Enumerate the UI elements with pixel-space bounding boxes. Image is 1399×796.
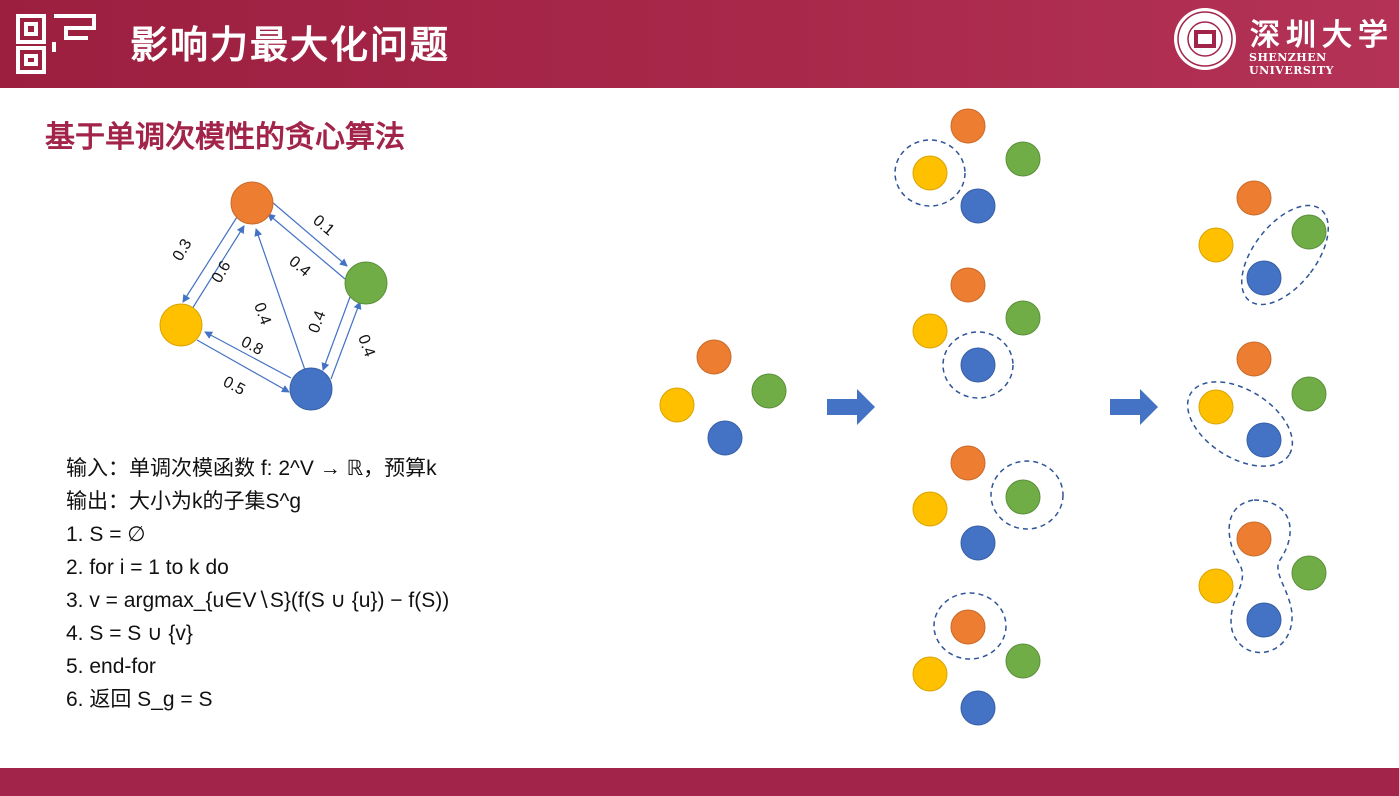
edge-label: 0.3 [170,236,196,264]
algo-step-6: 6. 返回 S_g = S [66,688,213,711]
university-name-en: SHENZHEN UNIVERSITY [1249,51,1334,77]
edge-label: 0.5 [220,374,248,399]
graph-node-orange [230,181,274,225]
footer-bar [0,768,1399,796]
page-title: 影响力最大化问题 [130,23,451,67]
algo-step-2: 2. for i = 1 to k do [66,556,229,579]
edge-blue-yellow [204,331,292,379]
edge-yellow-blue [196,339,290,393]
edge-label: 0.1 [309,212,337,239]
edge-orange-yellow [182,216,238,303]
graph-node-blue [289,367,333,411]
right-arrow-icon [827,389,875,425]
pair-blue-yellow [1186,341,1327,467]
university-seal-icon [1174,8,1236,70]
graph-node-green [344,261,388,305]
candidate-green-selected [912,445,1064,561]
edge-label: 0.4 [306,309,330,336]
pair-blue-green [1198,180,1330,306]
algo-input: 输入：单调次模函数 f: 2^V → ℝ，预算k [66,457,437,480]
section-subtitle: 基于单调次模性的贪心算法 [45,120,405,155]
edge-label: 0.4 [250,301,274,328]
graph-node-yellow [159,303,203,347]
edge-green-blue [321,296,351,371]
candidate-blue-selected [912,267,1041,399]
pair-blue-orange [1198,499,1327,654]
candidate-orange-selected [912,592,1041,726]
edge-label: 0.6 [209,258,235,286]
candidate-yellow-selected [894,108,1041,224]
school-pattern-logo [16,14,96,74]
edge-yellow-orange [191,225,245,310]
algo-step-5: 5. end-for [66,655,156,678]
algo-step-1: 1. S = ∅ [66,523,146,546]
algo-step-4: 4. S = S ∪ {v} [66,622,193,645]
algo-step-3: 3. v = argmax_{u∈V∖S}(f(S ∪ {u}) − f(S)) [66,589,450,612]
header-banner: 影响力最大化问题 深圳大学 SHENZHEN UNIVERSITY [0,0,1399,88]
initial-node-cluster [659,339,787,456]
edge-blue-green [330,301,362,380]
edge-orange-green [271,201,348,267]
edge-green-orange [267,213,346,280]
right-arrow-icon [1110,389,1158,425]
edge-blue-orange [254,228,306,371]
university-name-cn: 深圳大学 [1250,18,1394,53]
edge-label: 0.4 [285,253,313,280]
greedy-algorithm-pseudocode: 输入：单调次模函数 f: 2^V → ℝ，预算k 输出：大小为k的子集S^g 1… [66,452,449,716]
edge-label: 0.4 [354,333,378,360]
algo-output: 输出：大小为k的子集S^g [66,490,302,513]
edge-label: 0.8 [238,334,266,359]
